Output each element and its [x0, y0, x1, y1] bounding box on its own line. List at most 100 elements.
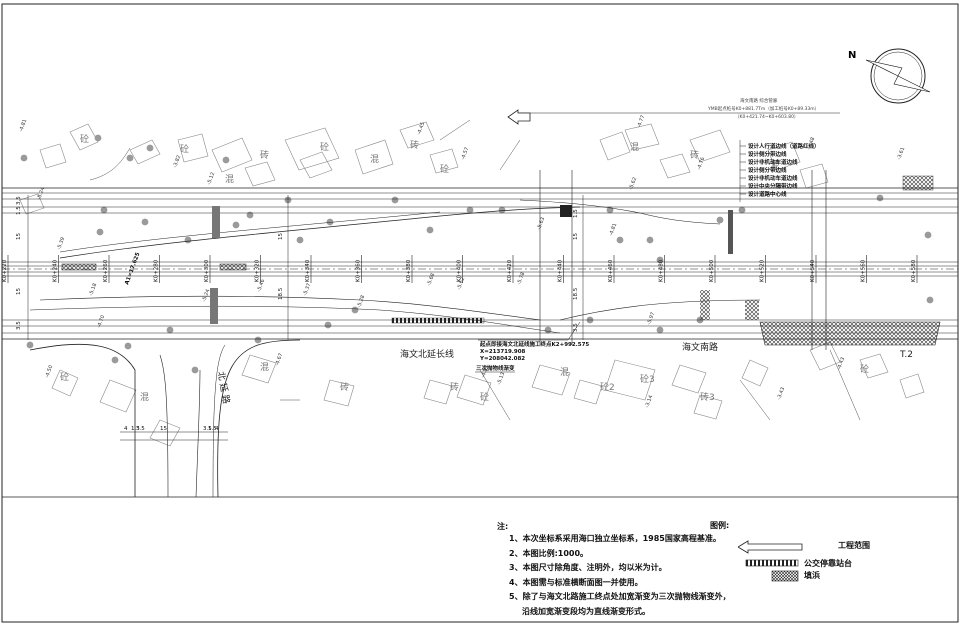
- tree-icon: [26, 341, 34, 349]
- elevation-label: -3.82: [172, 154, 182, 168]
- building-mark: 混: [370, 154, 379, 165]
- elevation-label: -4.77: [636, 114, 646, 128]
- dim-6: 15: [278, 233, 284, 240]
- side-dim-label: 1.5: [131, 426, 140, 432]
- building-mark: 混: [560, 367, 569, 378]
- chainage-label: K0+460: [608, 259, 614, 282]
- tree-icon: [191, 366, 199, 374]
- layer-label: 设计侧分带边线: [748, 166, 787, 174]
- building-mark: 砖: [450, 381, 459, 393]
- note-item: 5、除了与海文北路施工终点处加宽渐变为三次抛物线渐变外，: [509, 592, 731, 601]
- endpoint-annotation: 起点即接海文北延线施工终点K2+992.575 X=213719.908 Y=2…: [475, 321, 589, 373]
- tree-icon: [184, 236, 192, 244]
- elevation-label: -4.67: [274, 352, 284, 366]
- legend-row-scope: 工程范围: [737, 540, 870, 554]
- legend-label-bus: 公交停靠站台: [804, 559, 852, 568]
- note-item: 3、本图尺寸除角度、注明外，均以米为计。: [509, 563, 667, 572]
- dim-8: 15: [573, 233, 579, 240]
- chainage-label: K0+560: [861, 259, 867, 282]
- building-mark: 砼2: [600, 381, 615, 393]
- north-label: N: [848, 50, 856, 61]
- dim-3: 15: [16, 233, 22, 240]
- tree-icon: [616, 236, 624, 244]
- scope-header-line2: YMB起点桩号K0+881.7Tm（加工桩号K0+89.33m）: [707, 105, 819, 112]
- tree-icon: [124, 342, 132, 350]
- chainage-label: K0+500: [709, 259, 715, 282]
- building-mark: 混: [225, 174, 234, 185]
- elevation-label: -4.70: [96, 314, 106, 328]
- elevation-label: -5.18: [88, 282, 98, 296]
- building-mark: 砼3: [640, 373, 655, 385]
- dim-7: 18.5: [278, 287, 284, 300]
- layer-label: 设计中央分隔带边线: [748, 182, 798, 190]
- tree-icon: [166, 326, 174, 334]
- legend-row-bus: 公交停靠站台: [738, 558, 852, 570]
- tree-icon: [100, 206, 108, 214]
- parabola-annotation: 三次抛物线渐变: [476, 364, 515, 372]
- layer-legend: 设计人行道边线（道路红线）设计侧分带边线设计非机动车道边线设计侧分带边线设计非机…: [739, 140, 820, 202]
- building-mark: 砼: [440, 163, 449, 175]
- tree-icon: [926, 296, 934, 304]
- scope-header: 海文南路 综合管廊 YMB起点桩号K0+881.7Tm（加工桩号K0+89.33…: [507, 97, 840, 125]
- elevation-label: -5.78: [516, 271, 526, 285]
- scope-arrow-icon: [507, 109, 531, 125]
- layer-label: 设计非机动车道边线: [748, 174, 798, 182]
- chainage-label: K0+260: [103, 259, 109, 282]
- elevation-label: -5.37: [302, 282, 312, 296]
- elevation-label: -4.76: [696, 156, 706, 170]
- legend-heading: 图例:: [710, 521, 730, 530]
- elevation-label: -5.12: [206, 171, 216, 185]
- tree-icon: [96, 228, 104, 236]
- chainage-label: K0+240: [53, 259, 59, 282]
- building-parcels: [19, 121, 925, 447]
- building-mark: 砖: [260, 149, 269, 161]
- layer-label: 设计非机动车道边线: [748, 158, 798, 166]
- tree-icon: [656, 326, 664, 334]
- elevation-labels: -4.81-5.24-5.18-4.70-5.39-5.24-5.46-5.37…: [18, 114, 906, 408]
- elevation-label: -5.39: [56, 236, 66, 250]
- elevation-label: -4.83: [480, 364, 490, 378]
- tree-icon: [146, 144, 154, 152]
- chainage-label: K0+280: [154, 259, 160, 282]
- legend-block: 图例: 工程范围 公交停靠站台 填浜: [708, 520, 948, 620]
- elevation-label: -5.24: [201, 288, 211, 302]
- dim-11: 3.5: [573, 323, 579, 332]
- tree-icon: [126, 154, 134, 162]
- building-mark: 砼: [80, 133, 89, 145]
- elevation-label: -5.46: [256, 278, 266, 292]
- note-item: 4、本图需与标准横断面图一并使用。: [509, 577, 643, 587]
- tree-icon: [738, 206, 746, 214]
- chainage-label: K0+220: [2, 259, 8, 282]
- tree-icon: [646, 236, 654, 244]
- north-extension-label: 海文北延长线: [400, 348, 454, 360]
- building-mark: 混: [630, 142, 639, 153]
- tree-icon: [232, 221, 240, 229]
- tree-icon: [326, 218, 334, 226]
- building-mark: 混: [770, 160, 779, 171]
- dim-5: 3.5: [16, 321, 22, 330]
- tree-icon: [324, 321, 332, 329]
- elevation-label: -4.81: [18, 118, 28, 132]
- side-dim-label: 4: [215, 426, 219, 432]
- legend-row-fill: 填浜: [738, 570, 820, 582]
- side-road-label: 北 延 路: [215, 370, 233, 404]
- note-item: 2、本图比例:1000。: [509, 548, 589, 558]
- building-mark: 砖: [340, 381, 349, 393]
- building-mark: 砼: [60, 371, 69, 383]
- endpoint-x: X=213719.908: [480, 349, 526, 355]
- chainage-label: K0+580: [911, 259, 917, 282]
- elevation-label: -4.81: [608, 222, 618, 236]
- layer-label: 设计侧分带边线: [748, 150, 787, 158]
- tree-icon: [246, 211, 254, 219]
- endpoint-y: Y=208042.082: [479, 356, 525, 362]
- dim-2: 3.5: [16, 196, 22, 205]
- elevation-label: -3.48: [806, 136, 816, 150]
- building-mark: 混: [140, 392, 149, 403]
- chainage-label: K0+360: [356, 259, 362, 282]
- building-mark: 砖: [410, 139, 419, 151]
- elevation-label: -5.13: [496, 371, 506, 385]
